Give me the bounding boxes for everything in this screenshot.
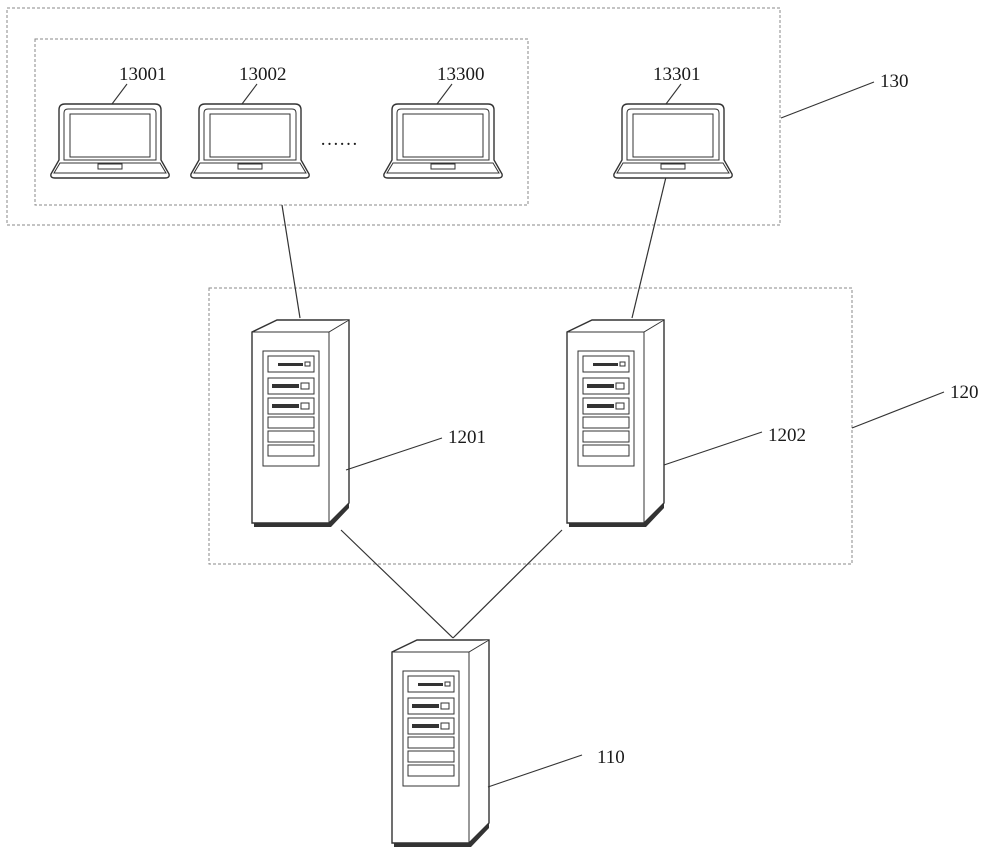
server-group-box <box>208 287 853 565</box>
terminal-13300-leader-line <box>436 83 453 105</box>
server-1201-leader-line <box>345 437 443 471</box>
server-tower-icon <box>566 319 665 528</box>
server-1202 <box>566 319 665 528</box>
connection-terminals-to-server-1201 <box>281 204 301 319</box>
server-1202-leader-line <box>663 431 763 466</box>
terminal-ellipsis: …… <box>320 129 358 150</box>
server-tower-icon <box>391 639 490 848</box>
terminal-group-outer-box <box>6 7 781 226</box>
connection-terminal-13301-to-server-1202 <box>631 176 667 319</box>
terminal-13002-leader-line <box>241 83 258 105</box>
laptop-icon <box>383 103 503 179</box>
connection-server-1202-to-central <box>452 529 563 639</box>
terminal-13301-label: 13301 <box>653 64 701 85</box>
central-server-110 <box>391 639 490 848</box>
terminal-13001 <box>50 103 170 179</box>
terminal-13001-leader-line <box>111 83 128 105</box>
laptop-icon <box>190 103 310 179</box>
laptop-icon <box>613 103 733 179</box>
terminal-13001-label: 13001 <box>119 64 167 85</box>
server-tower-icon <box>251 319 350 528</box>
terminal-group-label: 130 <box>880 71 909 92</box>
server-group-label: 120 <box>950 382 979 403</box>
central-server-label: 110 <box>597 747 625 768</box>
connection-server-1201-to-central <box>340 529 454 639</box>
server-1201 <box>251 319 350 528</box>
central-server-leader-line <box>487 754 583 788</box>
terminal-13002-label: 13002 <box>239 64 287 85</box>
server-1201-label: 1201 <box>448 427 486 448</box>
terminal-group-inner-box <box>34 38 529 206</box>
server-1202-label: 1202 <box>768 425 806 446</box>
terminal-13002 <box>190 103 310 179</box>
terminal-13301 <box>613 103 733 179</box>
terminal-13300 <box>383 103 503 179</box>
server-group-leader-line <box>851 391 945 429</box>
terminal-group-leader-line <box>780 81 875 119</box>
terminal-13300-label: 13300 <box>437 64 485 85</box>
terminal-13301-leader-line <box>665 83 682 105</box>
laptop-icon <box>50 103 170 179</box>
